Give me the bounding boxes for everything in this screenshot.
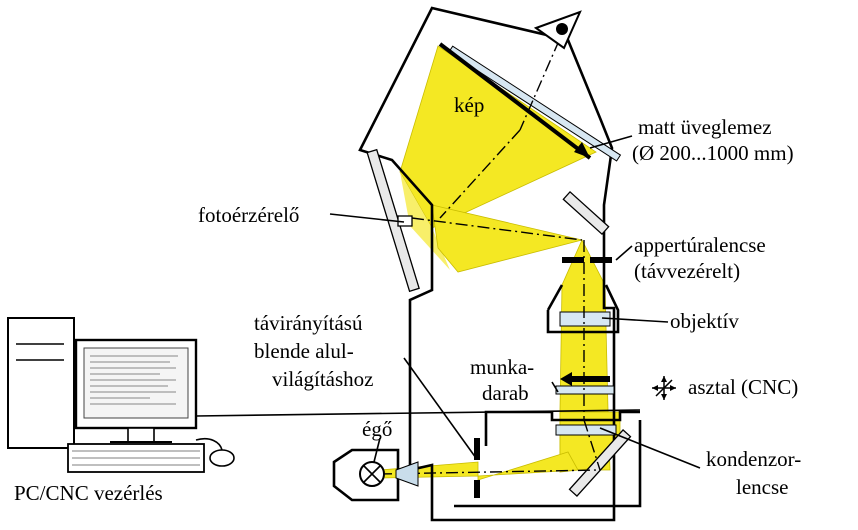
projector-housing [358,6,616,522]
label-ego: égő [362,417,392,441]
label-appertura-line1: appertúralencse [634,233,766,257]
label-munka-line2: darab [482,381,529,405]
label-fotoerzekelo: fotoérzérelő [198,203,299,227]
fold-beam-cone [431,204,583,273]
label-objektiv: objektív [670,309,739,333]
cnc-stage-arrow-head [560,372,572,386]
fold-mirror [562,190,610,236]
objective-lens [559,311,611,327]
aperture-lens-left [562,257,584,263]
cnc-stage-arrow [570,376,610,382]
label-kep: kép [454,93,484,117]
label-asztal: asztal (CNC) [688,375,798,399]
labels: kép matt üveglemez (Ø 200...1000 mm) fot… [14,93,801,505]
aperture-lens-right [590,257,612,263]
pc-tower [7,317,75,449]
remote-aperture-top [474,438,480,460]
remote-aperture-bottom [474,480,480,498]
mouse [209,449,235,467]
light-beams [379,45,621,481]
image-arrow-head [574,142,590,158]
computer-icon [7,317,235,473]
label-matt-line2: (Ø 200...1000 mm) [632,141,794,165]
label-kondenzor-line2: lencse [736,475,788,499]
lower-mirror [568,429,632,497]
objective-housing [546,284,620,334]
matt-glass-plate [448,45,622,162]
image-arrow [438,42,592,160]
monitor-screen [83,347,189,419]
control-cable [195,409,641,417]
label-appertura-line2: (távvezérelt) [634,259,740,283]
label-kondenzor-line1: kondenzor- [706,447,801,471]
lamp-icon [332,448,419,502]
optical-axis [379,19,601,475]
label-munka-line1: munka- [470,355,534,379]
label-pc-cnc: PC/CNC vezérlés [14,481,163,505]
label-taviranyitasu-line2: blende alul- [254,339,354,363]
lower-compartment [454,420,642,508]
label-taviranyitasu-line3: világításhoz [272,367,373,391]
label-matt-line1: matt üveglemez [638,115,772,139]
leader-lines [329,135,701,469]
cnc-stage-glass [555,385,615,395]
label-taviranyitasu-line1: távirányítású [254,311,363,335]
move-arrows-icon [652,376,676,400]
eye-icon [533,10,582,50]
